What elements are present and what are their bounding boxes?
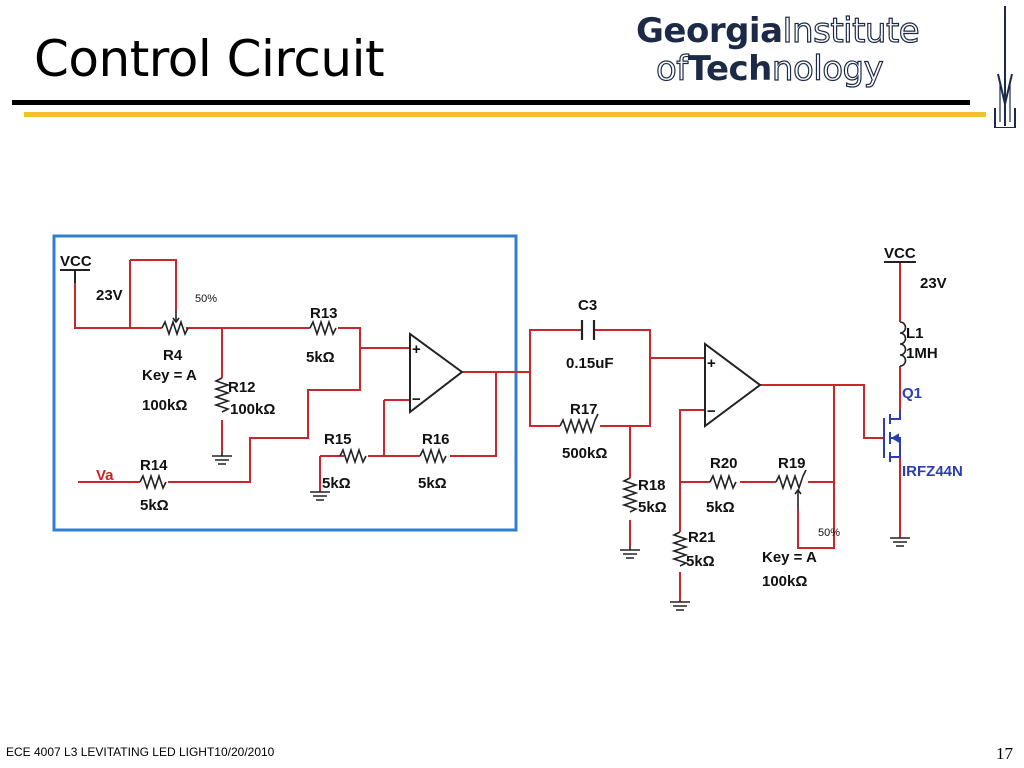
mosfet-q1-icon (883, 410, 901, 462)
logo-of: of (655, 49, 688, 89)
va-label: Va (96, 467, 114, 484)
vcc-left-voltage: 23V (96, 287, 123, 304)
r12-name: R12 (228, 379, 256, 396)
r13-value: 5kΩ (306, 349, 335, 366)
vcc-right-voltage: 23V (920, 275, 947, 292)
components-stage2 (559, 261, 916, 611)
title-rule-black (12, 100, 970, 105)
control-circuit-schematic: VCC 23V 50% R4 Key = A 100kΩ R12 100kΩ R… (52, 234, 963, 611)
r19-wiper-label: 50% (818, 527, 840, 539)
tech-tower-icon (994, 6, 1016, 128)
r13-name: R13 (310, 305, 338, 322)
r14-value: 5kΩ (140, 497, 169, 514)
r21-value: 5kΩ (686, 553, 715, 570)
r14-name: R14 (140, 457, 168, 474)
r19-value: 100kΩ (762, 573, 807, 590)
vcc-right-label: VCC (884, 245, 916, 262)
vcc-left-label: VCC (60, 253, 92, 270)
slide-title: Control Circuit (34, 30, 385, 88)
c3-name: C3 (578, 297, 597, 314)
r19-name: R19 (778, 455, 806, 472)
opamp1-minus: − (412, 391, 421, 408)
r4-name: R4 (163, 347, 183, 364)
title-rule-gold (24, 112, 986, 117)
logo-line-2: ofTechnology (655, 49, 884, 89)
r16-value: 5kΩ (418, 475, 447, 492)
footer-course-info: ECE 4007 L3 LEVITATING LED LIGHT10/20/20… (6, 745, 275, 759)
r4-key: Key = A (142, 367, 197, 384)
highlight-box (52, 234, 518, 532)
l1-value: 1MH (906, 345, 938, 362)
logo-institute: Institute (782, 11, 920, 51)
r16-name: R16 (422, 431, 450, 448)
r15-name: R15 (324, 431, 352, 448)
logo-georgia: Georgia (636, 11, 783, 51)
wires-stage1 (74, 259, 530, 492)
l1-name: L1 (906, 325, 924, 342)
r17-name: R17 (570, 401, 598, 418)
r20-name: R20 (710, 455, 738, 472)
r18-name: R18 (638, 477, 666, 494)
c3-value: 0.15uF (566, 355, 614, 372)
opamp1-plus: + (412, 341, 421, 358)
r4-wiper-label: 50% (195, 293, 217, 305)
q1-name: Q1 (902, 385, 922, 402)
r17-value: 500kΩ (562, 445, 607, 462)
r12-value: 100kΩ (230, 401, 275, 418)
opamp2-plus: + (707, 355, 716, 372)
logo-nology: nology (771, 49, 884, 89)
logo-tech: Tech (687, 49, 773, 89)
wires-stage2 (529, 262, 901, 602)
components-stage1 (60, 269, 464, 501)
georgia-tech-logo: GeorgiaInstitute ofTechnology (636, 11, 996, 94)
opamp2-minus: − (707, 403, 716, 420)
r4-value: 100kΩ (142, 397, 187, 414)
q1-part: IRFZ44N (902, 463, 963, 480)
r21-name: R21 (688, 529, 716, 546)
r15-value: 5kΩ (322, 475, 351, 492)
slide-number: 17 (996, 744, 1013, 763)
r20-value: 5kΩ (706, 499, 735, 516)
r18-value: 5kΩ (638, 499, 667, 516)
r19-key: Key = A (762, 549, 817, 566)
logo-line-1: GeorgiaInstitute (636, 11, 920, 51)
